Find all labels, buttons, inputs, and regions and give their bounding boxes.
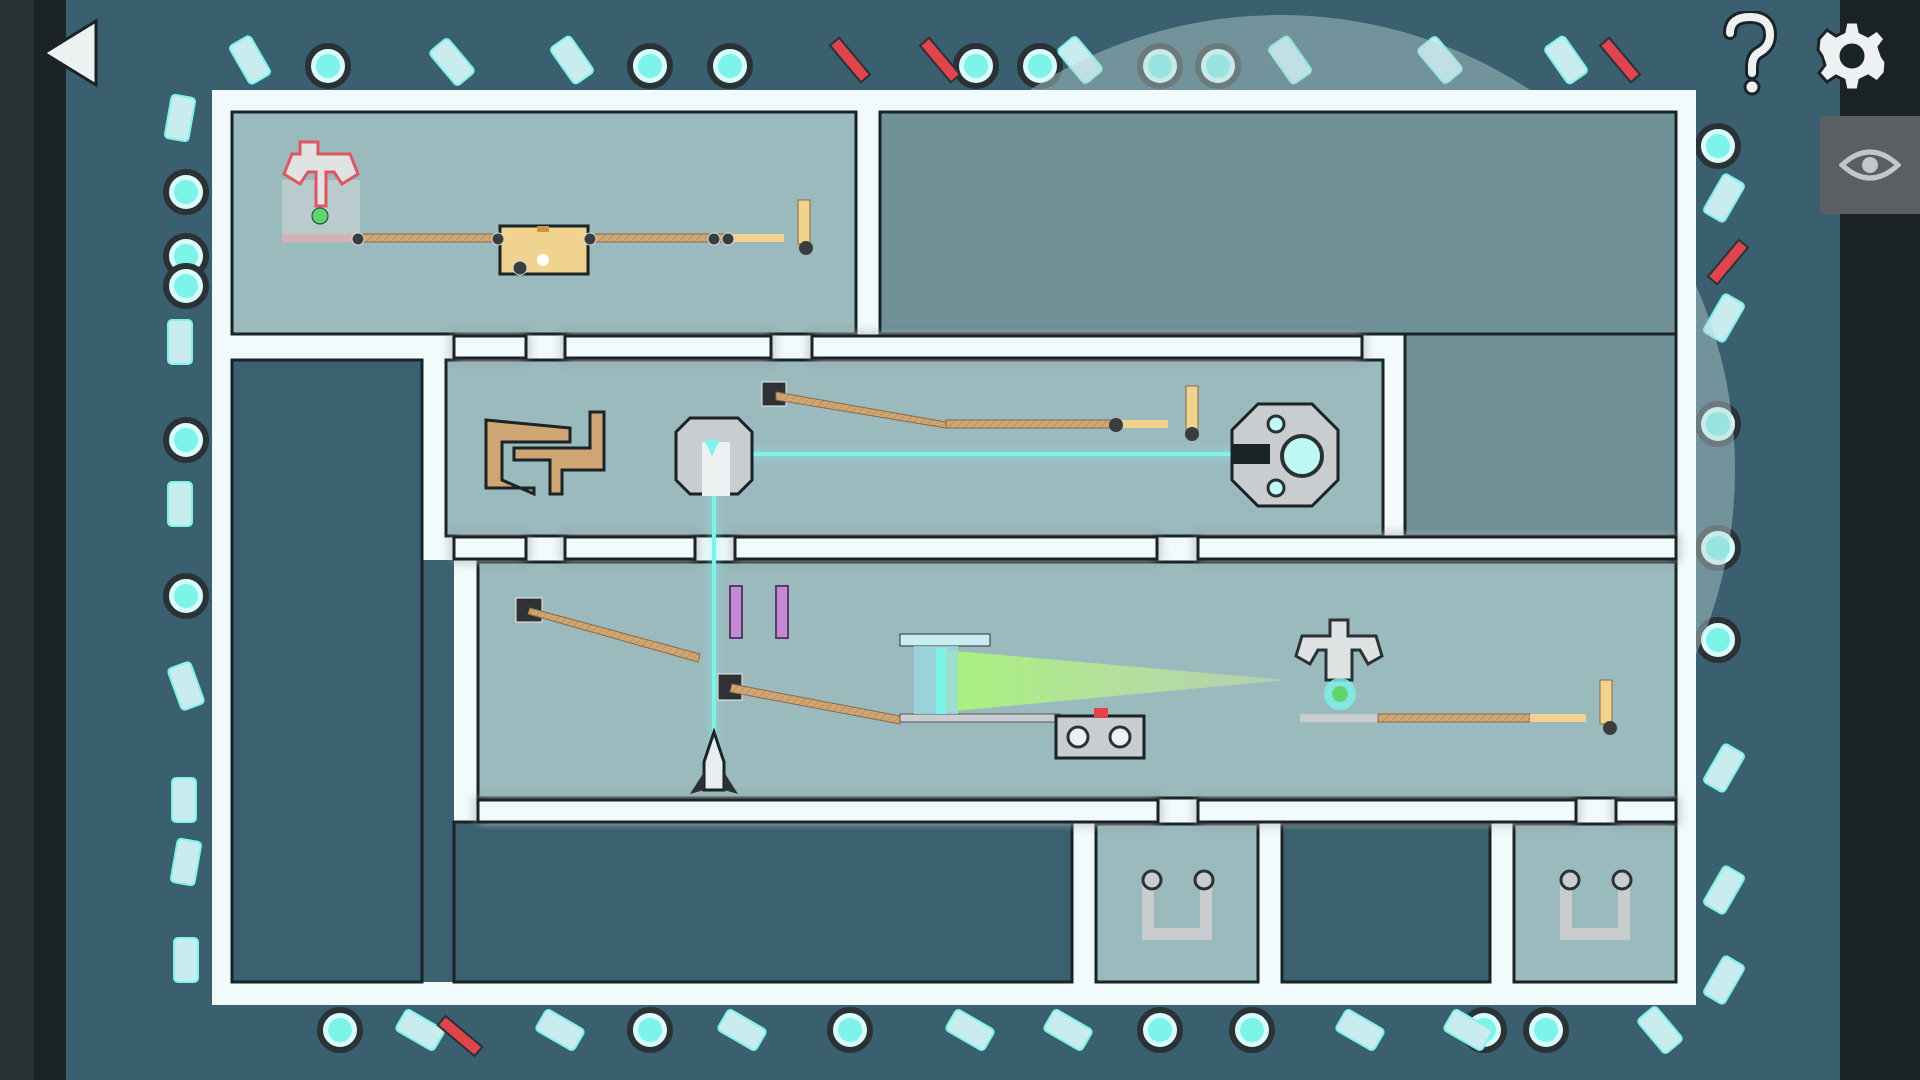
- collection-bin-1[interactable]: [1141, 869, 1215, 940]
- scan-cone: [944, 650, 1286, 712]
- border-decorations: [163, 35, 1750, 1058]
- laser-beam: [712, 452, 1258, 762]
- claw-grabber-red[interactable]: [282, 140, 360, 238]
- back-button[interactable]: [30, 8, 110, 98]
- scanner-device[interactable]: [899, 633, 991, 714]
- angled-plank-lower-right[interactable]: [717, 673, 1061, 725]
- room-left-tall: [232, 360, 422, 560]
- eye-icon: [1839, 149, 1901, 181]
- laser-receiver[interactable]: [1230, 402, 1340, 508]
- laser-emitter[interactable]: [674, 416, 754, 496]
- wooden-track-top[interactable]: [282, 199, 813, 276]
- left-side-bar-inner: [0, 0, 34, 1080]
- claw-grabber-cyan[interactable]: [1294, 618, 1617, 735]
- room-bin-1: [1096, 824, 1258, 982]
- purple-pins[interactable]: [729, 585, 789, 639]
- room-right-notch: [1405, 334, 1676, 536]
- back-arrow-icon: [41, 18, 98, 88]
- question-mark-icon: [1723, 11, 1778, 96]
- view-toggle-button[interactable]: [1820, 116, 1920, 214]
- room-bin-2: [1282, 824, 1490, 982]
- help-button[interactable]: [1708, 4, 1792, 104]
- collection-bin-2[interactable]: [1559, 869, 1633, 940]
- room-bin-3: [1514, 824, 1676, 982]
- wooden-l-pieces[interactable]: [484, 410, 606, 497]
- room-top-right: [880, 112, 1676, 334]
- settings-button[interactable]: [1808, 12, 1896, 100]
- angled-plank-middle[interactable]: [761, 381, 1199, 441]
- control-box[interactable]: [1054, 708, 1146, 760]
- room-bottom-strip: [454, 822, 1072, 982]
- room-left-bottom: [232, 560, 454, 982]
- level-frame: [212, 90, 1696, 1005]
- angled-plank-lower-left[interactable]: [515, 597, 701, 663]
- rocket-launcher[interactable]: [690, 727, 738, 794]
- gear-icon: [1816, 20, 1888, 92]
